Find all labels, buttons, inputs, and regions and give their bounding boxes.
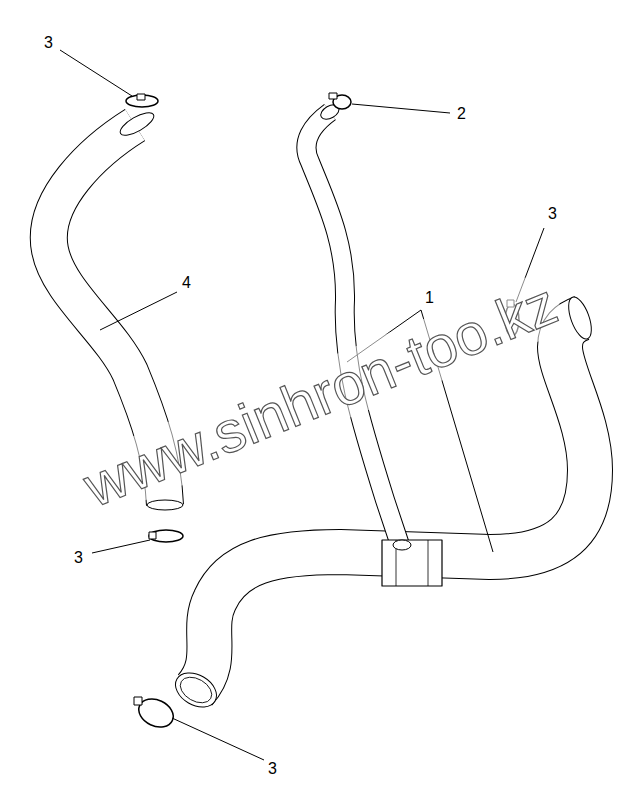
callout-number: 1 — [423, 289, 436, 307]
callout-number: 4 — [180, 274, 193, 292]
callout-number: 3 — [266, 760, 279, 778]
callout-number: 2 — [455, 105, 468, 123]
callout-number: 3 — [546, 205, 559, 223]
callout-number: 3 — [42, 34, 55, 52]
callout-number: 3 — [72, 549, 85, 567]
